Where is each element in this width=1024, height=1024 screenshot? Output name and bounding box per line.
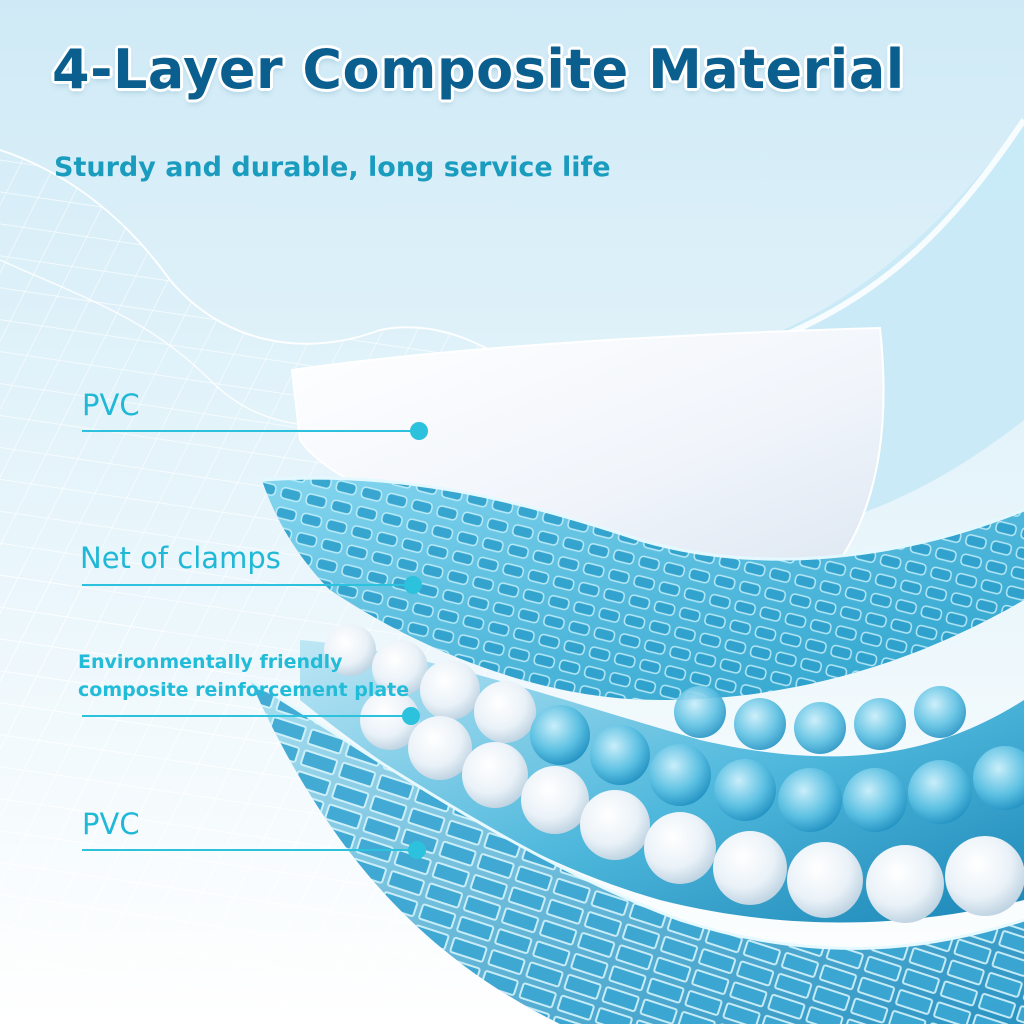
- bubble-row: [324, 624, 1024, 923]
- layer-label-line-1: Environmentally friendly: [78, 651, 343, 673]
- callout-dot: [404, 576, 422, 594]
- layer-label-pvc-top: PVC: [82, 388, 140, 422]
- callout-dot: [410, 422, 428, 440]
- callout-dot: [408, 841, 426, 859]
- layer-label-net-of-clamps: Net of clamps: [80, 541, 281, 575]
- layer-label-pvc-bottom: PVC: [82, 807, 140, 841]
- callout-dot: [402, 707, 420, 725]
- headline: 4-Layer Composite Material: [52, 38, 905, 101]
- layer-label-composite-plate: Environmentally friendly composite reinf…: [78, 648, 409, 704]
- layer-label-line-2: composite reinforcement plate: [78, 679, 410, 701]
- subheadline: Sturdy and durable, long service life: [54, 152, 611, 183]
